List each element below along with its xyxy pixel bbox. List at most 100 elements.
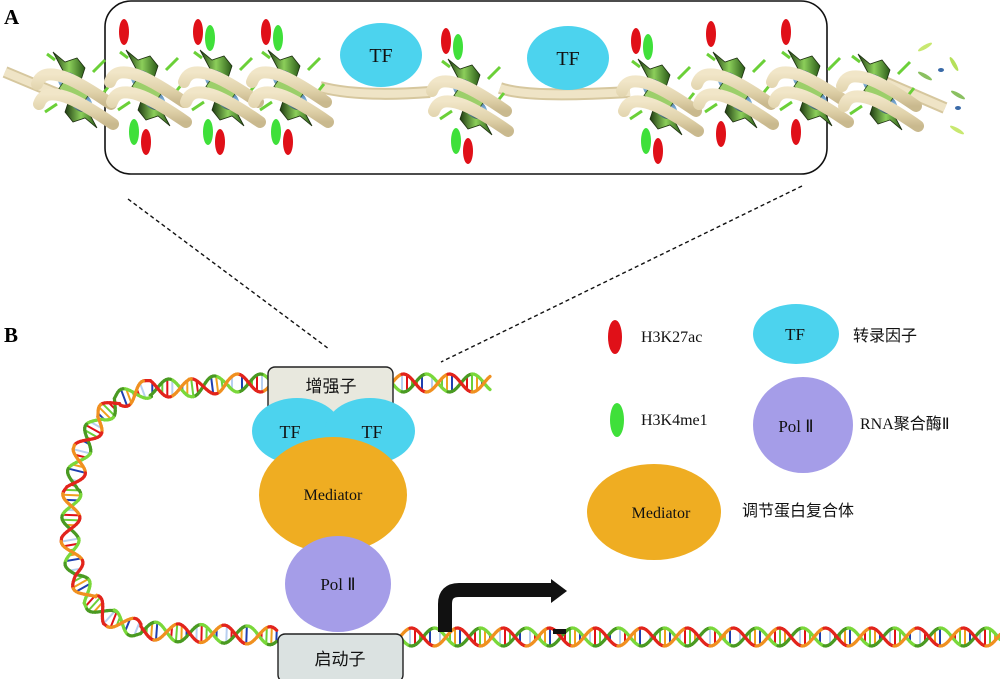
h3k27ac-mark [706,21,716,47]
nucleosome [246,19,334,155]
base-pair [125,388,133,404]
h3k27ac-mark [119,19,129,45]
h3k4me1-mark [453,34,463,60]
nucleosome [31,51,119,130]
base-pair [190,378,195,397]
base-pair [109,611,118,628]
h3k27ac-mark [631,28,641,54]
dna-wrap [426,75,512,117]
h3k4me1-mark [451,128,461,154]
histone-fragment [950,125,964,135]
h3k27ac-mark [141,129,151,155]
enhancer-label: 增强子 [306,377,357,397]
h3k4me1-mark [205,25,215,51]
nucleosome [766,19,854,145]
dna-wrap [246,66,332,108]
mediator-label: Mediator [304,487,363,504]
legend-h3k4me1-label: H3K4me1 [641,412,708,429]
histone-tail [117,50,184,112]
base-pair [75,582,91,593]
base-pair [133,621,141,636]
dna-wrap [33,88,119,130]
h3k27ac-mark [653,138,663,164]
dna-wrap [180,86,266,128]
dna-wrap [104,66,190,108]
base-pair [62,518,80,522]
dna-enhancer-right [390,372,492,394]
base-pair [72,578,89,589]
dna-wrap [838,90,924,132]
dna-wrap [618,95,704,137]
h3k4me1-mark [643,34,653,60]
dna-wrap [31,68,117,110]
base-pair [87,596,102,612]
base-pair [84,429,99,439]
histone-tail [849,54,916,116]
dna-loop-left [59,372,279,647]
base-pair [210,376,215,394]
panel-a: TF TF [2,0,965,175]
dna-wrap [428,95,514,137]
base-pair [92,601,104,613]
h3k27ac-mark [283,129,293,155]
base-pair [195,380,200,394]
histone-fragment [918,42,932,52]
base-pair [245,625,248,644]
histone-fragment [955,106,961,110]
mediator-ellipse [259,437,407,553]
h3k27ac-mark [441,28,451,54]
panel-a-tf-group: TF TF [340,23,609,90]
dna-wrap [693,88,779,130]
legend-pol2-symbol: Pol Ⅱ [778,417,813,436]
legend-h3k27ac-label: H3K27ac [641,329,702,346]
panel-label-a: A [4,5,20,29]
dna-loop-helix [59,372,1000,648]
legend-h3k27ac-icon [608,320,622,354]
transcription-complex: TF TF Mediator Pol Ⅱ [252,398,415,632]
base-pair [63,542,79,548]
transcription-start-arrow-icon [438,579,567,634]
base-pair [65,557,82,563]
panel-label-b: B [4,323,19,347]
base-pair [62,513,80,517]
tf-ellipse-a2 [527,26,609,90]
base-pair [72,448,91,455]
histone-tail [44,52,111,114]
base-pair [139,382,147,399]
tf-ellipse-a1 [340,23,422,87]
histone-fragment [918,71,932,81]
h3k4me1-mark [273,25,283,51]
nucleosome-group [31,19,924,164]
zoom-line-left [127,198,330,350]
base-pair [85,424,102,435]
dna-wrap [106,86,192,128]
base-pair [63,533,77,537]
base-pair [154,622,159,641]
base-pair [60,537,80,543]
tf-label-b1: TF [279,422,300,442]
pol2-ellipse [285,536,391,632]
dna-wrap [616,75,702,117]
histone-tail [439,59,506,121]
legend-tf-icon [753,304,839,364]
base-pair [101,402,116,417]
base-pair [68,467,86,474]
histone-tail [629,59,696,121]
base-pair [270,626,273,645]
h3k27ac-mark [716,121,726,147]
h3k4me1-mark [129,119,139,145]
legend-pol2-label: RNA聚合酶Ⅱ [860,415,950,433]
backbone-segment [486,374,492,380]
zoom-line-right [440,185,803,363]
legend: H3K27ac H3K4me1 TF 转录因子 Pol Ⅱ RNA聚合酶Ⅱ Me… [587,304,950,560]
nucleosome [691,21,779,147]
h3k4me1-mark [203,119,213,145]
promoter-label: 启动子 [315,650,366,670]
legend-h3k4me1-icon [610,403,624,437]
dna-wrap [178,66,264,108]
legend-mediator-icon [587,464,721,560]
nucleosome [426,28,514,164]
base-pair [174,623,179,642]
backbone-segment [272,640,278,645]
